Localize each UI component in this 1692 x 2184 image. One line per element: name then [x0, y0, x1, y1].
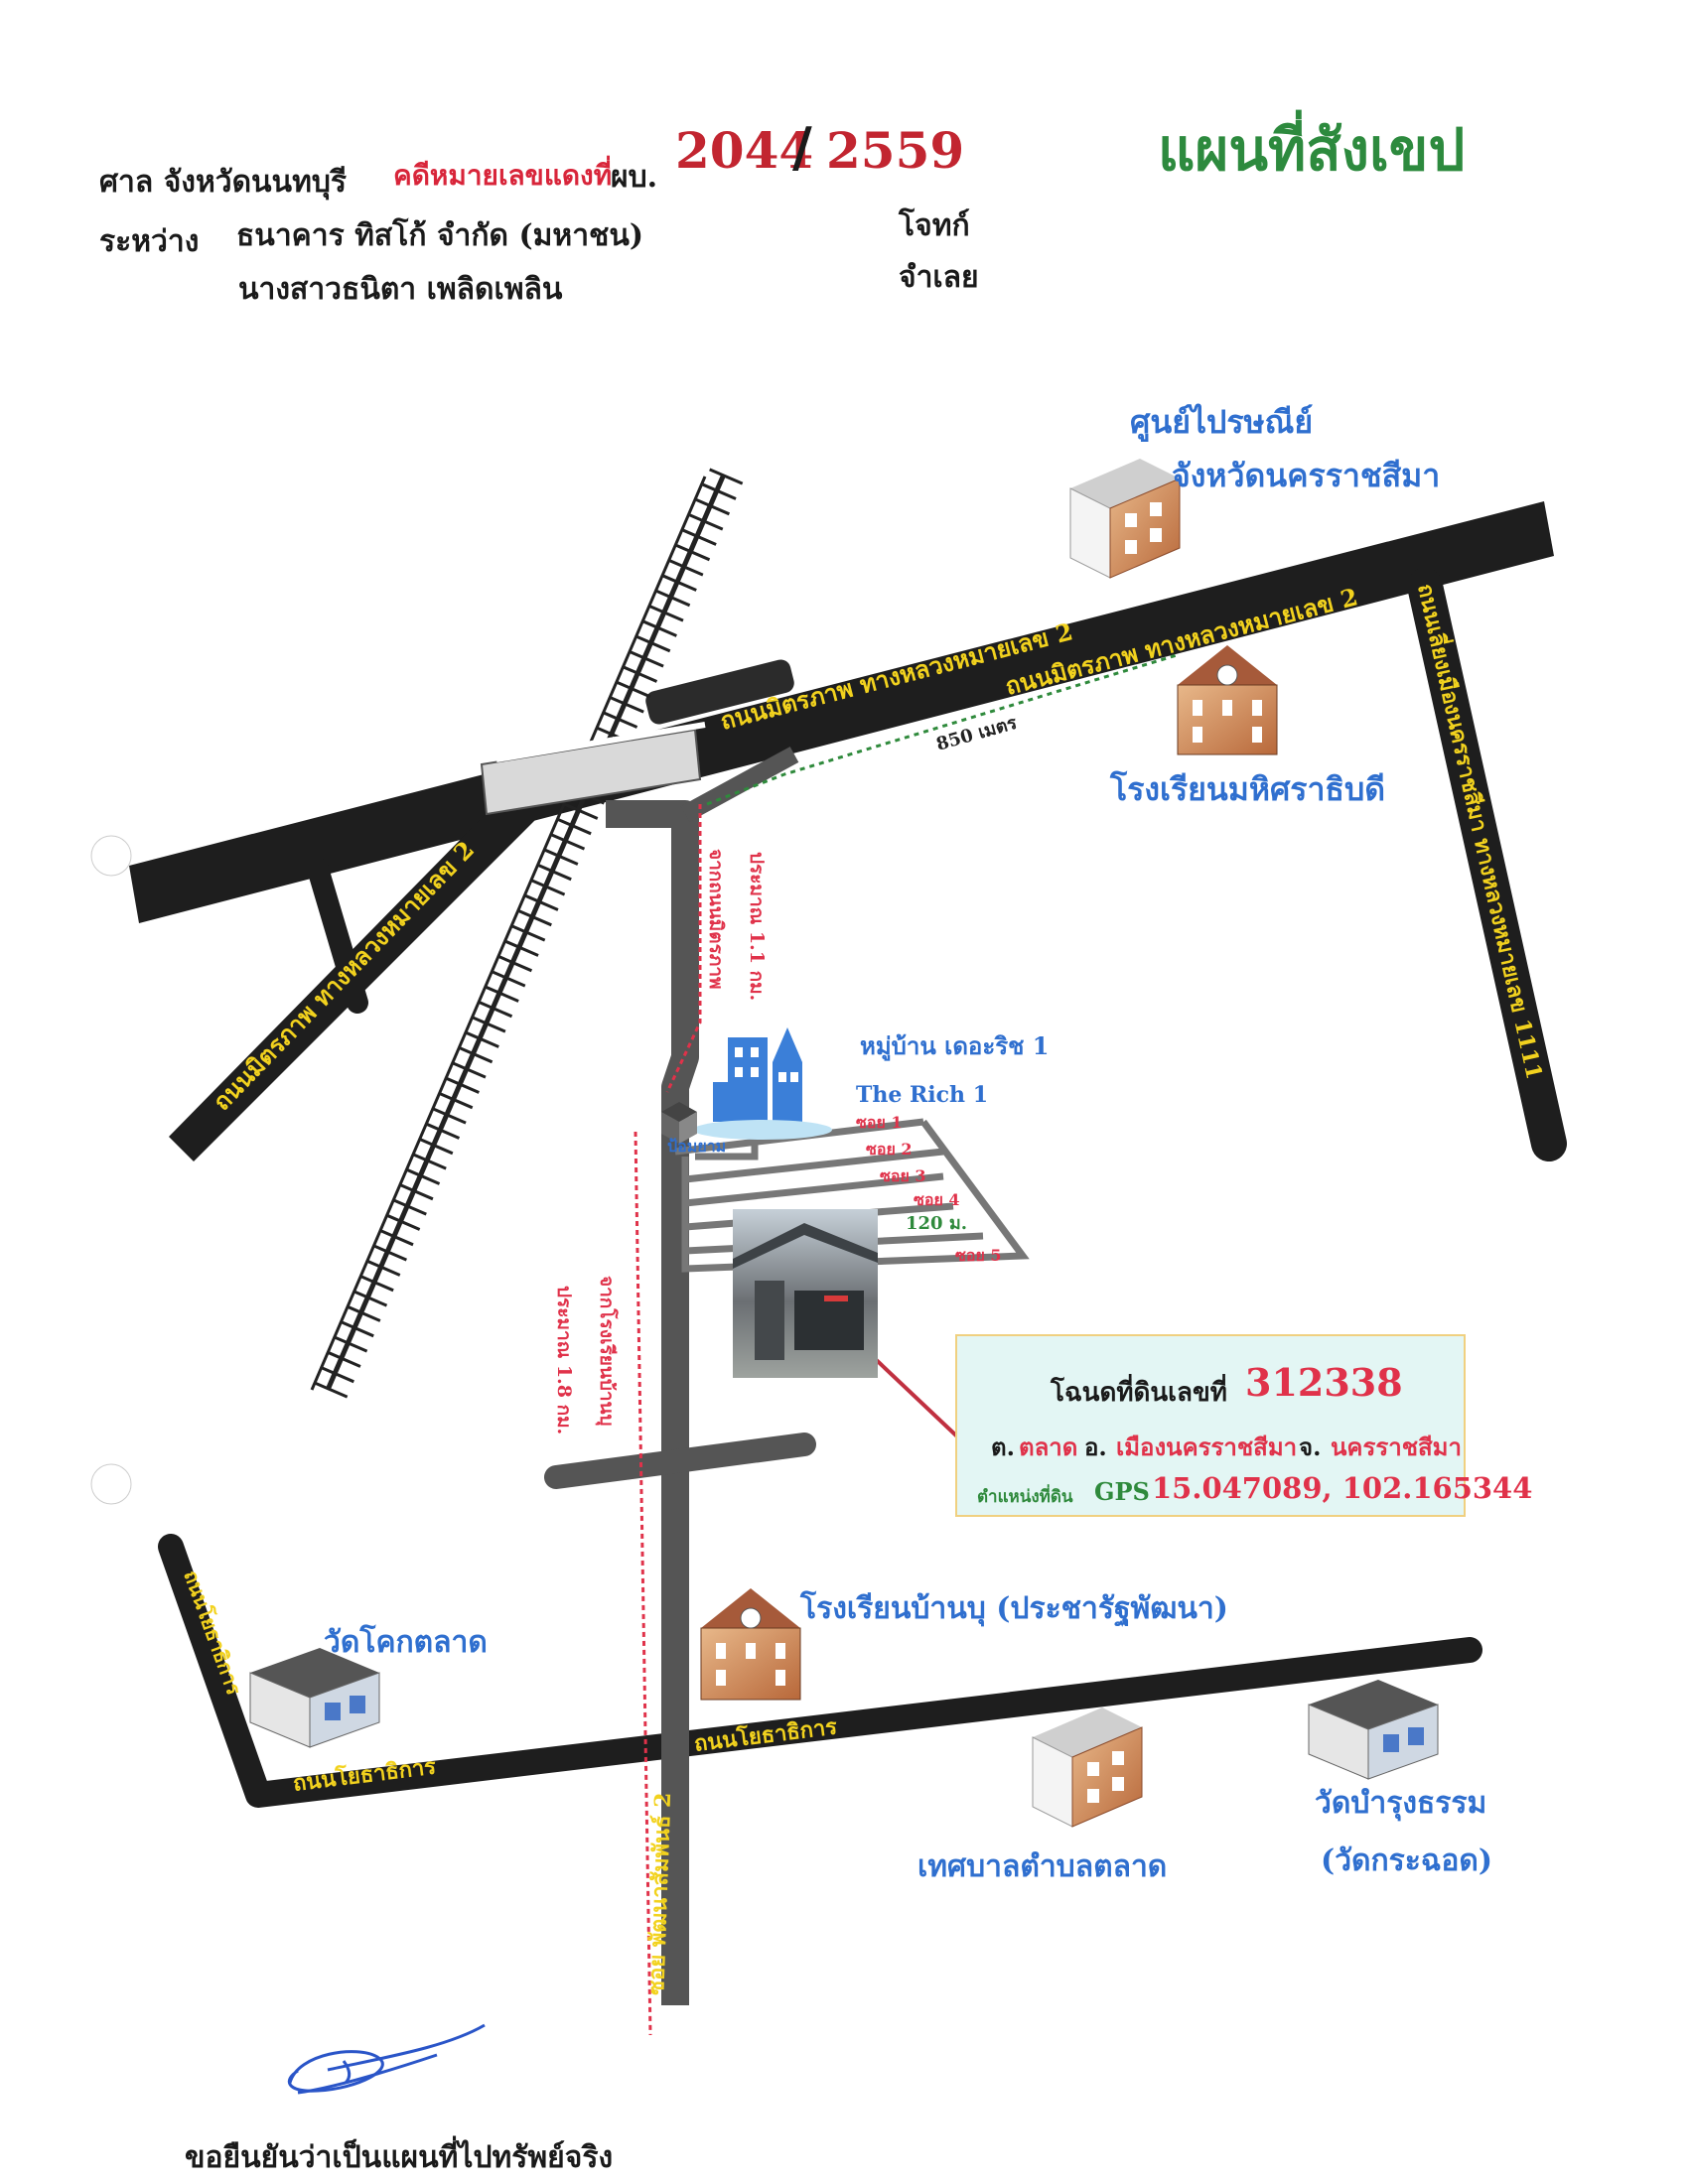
- post-office-label-1: ศูนย์ไปรษณีย์: [1130, 403, 1313, 443]
- location-t-prefix: ต.: [991, 1433, 1015, 1461]
- defendant-role: จำเลย: [899, 260, 979, 295]
- location-t: ตลาด: [1019, 1433, 1078, 1461]
- distance-120m: 120 ม.: [906, 1213, 967, 1234]
- village-label-en: The Rich 1: [856, 1082, 988, 1108]
- gps-label: ตำแหน่งที่ดิน: [977, 1487, 1073, 1507]
- plaintiff-role: โจทก์: [899, 208, 970, 243]
- case-label: คดีหมายเลขแดงที่: [393, 159, 613, 192]
- label-soi-4: ซอย 4: [914, 1190, 960, 1209]
- mittraphap-highway: [129, 501, 1554, 923]
- overpass-deck: [645, 659, 794, 725]
- distance-from-mittraphap-1: จากถนนมิตรภาพ: [705, 849, 727, 990]
- label-soi-5: ซอย 5: [955, 1246, 1002, 1265]
- location-a-prefix: อ.: [1084, 1433, 1107, 1461]
- case-prefix: ผบ.: [611, 160, 658, 195]
- soi-connector: [680, 747, 799, 822]
- overpass-bridge: [480, 722, 706, 816]
- label-highway-1111: ถนนเลี่ยงเมืองนครราชสีมา ทางหลวงหมายเลข …: [1412, 581, 1551, 1082]
- case-separator: /: [792, 115, 812, 179]
- yotha-road: [158, 1534, 1482, 1808]
- signature: [287, 2023, 486, 2095]
- municipality-building-icon: [1032, 1707, 1143, 1828]
- school-ban-bu-label: โรงเรียนบ้านบุ (ประชารัฐพัฒนา): [799, 1589, 1228, 1628]
- label-soi-3: ซอย 3: [880, 1166, 926, 1185]
- page-title: แผนที่สังเขป: [1158, 116, 1466, 184]
- green-route: [706, 653, 1178, 806]
- case-year: 2559: [826, 121, 965, 180]
- defendant-name: นางสาวธนิตา เพลิดเพลิน: [238, 272, 563, 307]
- distance-from-mittraphap-2: ประมาณ 1.1 กม.: [746, 852, 768, 1001]
- wat-khok-building-icon: [249, 1648, 380, 1748]
- distance-from-school-1: จากโรงเรียนบ้านบุ: [595, 1276, 619, 1427]
- court-label: ศาล จังหวัดนนทบุรี: [99, 165, 347, 200]
- village-building-icon: [693, 1027, 832, 1140]
- distance-from-school-2: ประมาณ 1.8 กม.: [553, 1286, 575, 1434]
- branch-spur: [307, 858, 368, 1014]
- mittraphap-branch: [169, 772, 561, 1161]
- roads: [129, 501, 1567, 1808]
- railway: [310, 468, 744, 1399]
- post-office-building-icon: [1069, 459, 1181, 579]
- school-ban-bu-building-icon: [700, 1588, 801, 1701]
- plaintiff-name: ธนาคาร ทิสโก้ จำกัด (มหาชน): [236, 218, 644, 253]
- school-mahit-building-icon: [1177, 645, 1278, 755]
- location-j: นครราชสีมา: [1331, 1433, 1462, 1461]
- between-label: ระหว่าง: [99, 224, 200, 259]
- location-a: เมืองนครราชสีมา: [1116, 1433, 1298, 1461]
- municipality-label: เทศบาลตำบลตลาด: [917, 1849, 1167, 1884]
- soi-road-vertical: [606, 800, 699, 2005]
- gps-value: 15.047089, 102.165344: [1152, 1471, 1533, 1505]
- red-route-upper: [665, 804, 702, 1093]
- red-route-lower: [634, 1131, 652, 2036]
- punch-hole-top: [90, 835, 132, 877]
- property-photo: [733, 1209, 878, 1378]
- confirmation-text: ขอยืนยันว่าเป็นแผนที่ไปทรัพย์จริง: [185, 2140, 614, 2175]
- deed-label: โฉนดที่ดินเลขที่: [1051, 1378, 1227, 1408]
- village-label-th: หมู่บ้าน เดอะริช 1: [860, 1031, 1049, 1061]
- landmark-labels: ศูนย์ไปรษณีย์ จังหวัดนครราชสีมา โรงเรียน…: [324, 403, 1492, 1884]
- plot-info-box: โฉนดที่ดินเลขที่ 312338 ต. ตลาด อ. เมือง…: [955, 1334, 1532, 1517]
- wat-bamrung-building-icon: [1308, 1680, 1439, 1780]
- cross-road: [544, 1433, 816, 1489]
- label-yotha-main: ถนนโยธาธิการ: [692, 1712, 838, 1756]
- location-j-prefix: จ.: [1299, 1433, 1322, 1461]
- highway-1111: [1407, 568, 1567, 1161]
- wat-khok-label: วัดโคกตลาด: [324, 1623, 488, 1660]
- label-soi-1: ซอย 1: [856, 1113, 903, 1132]
- post-office-label-2: จังหวัดนครราชสีมา: [1172, 457, 1440, 494]
- deed-number: 312338: [1245, 1360, 1403, 1405]
- gps-prefix: GPS: [1094, 1477, 1150, 1506]
- soi-labels: ซอย 1 ซอย 2 ซอย 3 ซอย 4 ซอย 5: [856, 1113, 1002, 1265]
- guard-post-icon: [661, 1102, 697, 1144]
- guard-post-label: ป้อมยาม: [667, 1137, 726, 1156]
- case-number: 2044: [675, 121, 814, 180]
- school-mahit-label: โรงเรียนมหิศราธิบดี: [1109, 770, 1385, 808]
- punch-hole-bottom: [90, 1463, 132, 1505]
- distance-850m: 850 เมตร: [934, 713, 1020, 755]
- label-soi-2: ซอย 2: [866, 1140, 913, 1159]
- wat-bamrung-label-2: (วัดกระฉอด): [1321, 1843, 1492, 1878]
- wat-bamrung-label-1: วัดบำรุงธรรม: [1315, 1786, 1486, 1822]
